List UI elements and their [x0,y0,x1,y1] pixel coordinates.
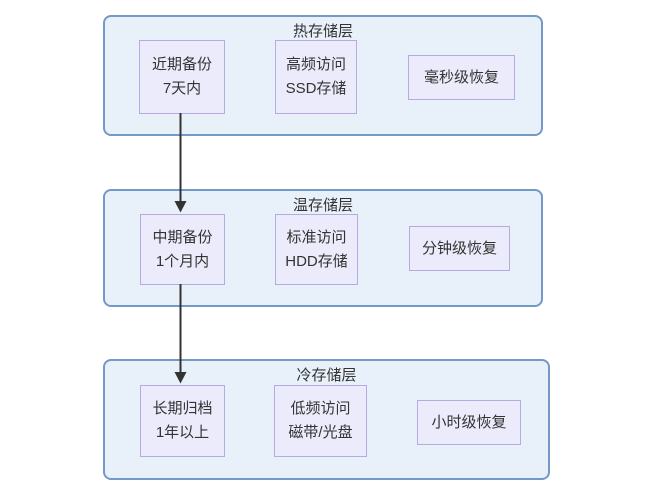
node-line: 高频访问 [285,56,346,73]
tier-warm-storage: 温存储层 中期备份 1个月内 标准访问 HDD存储 分钟级恢复 [103,189,543,307]
tier-cold-storage: 冷存储层 长期归档 1年以上 低频访问 磁带/光盘 小时级恢复 [103,359,550,480]
node-standard-access: 标准访问 HDD存储 [275,214,358,285]
node-ms-recovery: 毫秒级恢复 [408,55,515,100]
node-line: SSD存储 [285,80,347,97]
node-line: 毫秒级恢复 [423,68,499,86]
node-long-term-archive: 长期归档 1年以上 [140,385,225,457]
tier-hot-title: 热存储层 [292,23,353,40]
node-line: 1个月内 [155,252,210,270]
node-line: 长期归档 [152,400,213,417]
node-line: 近期备份 [151,56,212,73]
tier-warm-title: 温存储层 [292,197,353,214]
node-line: 低频访问 [290,400,351,417]
tier-hot-storage: 热存储层 近期备份 7天内 高频访问 SSD存储 毫秒级恢复 [103,15,543,136]
node-line: HDD存储 [285,252,348,270]
node-line: 磁带/光盘 [288,424,353,441]
node-recent-backup: 近期备份 7天内 [139,40,225,114]
node-line: 1年以上 [155,424,210,441]
node-hour-recovery: 小时级恢复 [417,400,521,445]
node-minute-recovery: 分钟级恢复 [409,226,510,271]
node-high-freq-access: 高频访问 SSD存储 [275,40,357,114]
node-line: 中期备份 [152,228,213,246]
node-mid-term-backup: 中期备份 1个月内 [140,214,225,285]
node-line: 小时级恢复 [431,413,507,431]
node-low-freq-access: 低频访问 磁带/光盘 [274,385,367,457]
node-line: 分钟级恢复 [421,239,497,257]
tier-cold-title: 冷存储层 [296,367,357,384]
node-line: 7天内 [162,80,202,97]
node-line: 标准访问 [286,228,347,246]
